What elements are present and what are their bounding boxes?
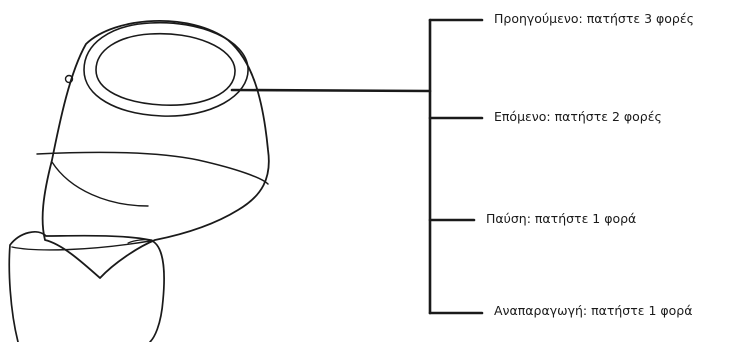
callout-play: Αναπαραγωγή: πατήστε 1 φορά bbox=[494, 303, 693, 318]
leader-line bbox=[230, 88, 432, 93]
callout-previous: Προηγούμενο: πατήστε 3 φορές bbox=[494, 11, 694, 26]
callout-next: Επόμενο: πατήστε 2 φορές bbox=[494, 109, 662, 124]
earbud-body bbox=[41, 19, 270, 279]
ear-tip-inner bbox=[11, 240, 151, 251]
lower-seam bbox=[51, 161, 149, 207]
touch-panel-outer bbox=[83, 21, 249, 117]
side-sensor bbox=[64, 74, 74, 84]
seam-line bbox=[36, 151, 269, 185]
ear-tip-fold bbox=[127, 239, 153, 244]
touch-panel-inner bbox=[95, 32, 236, 106]
callout-pause: Παύση: πατήστε 1 φορά bbox=[486, 211, 637, 226]
